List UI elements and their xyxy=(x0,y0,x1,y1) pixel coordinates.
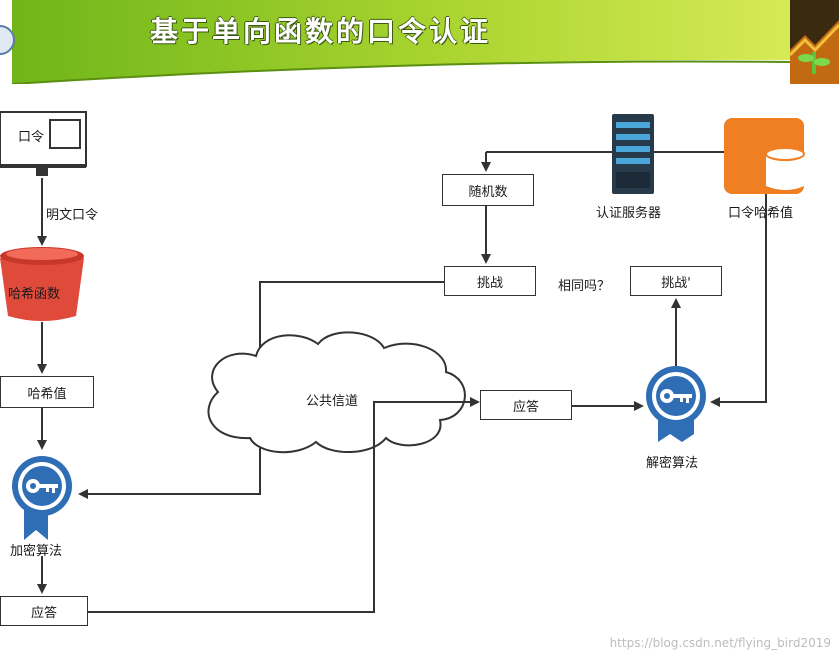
decryption-algorithm-label: 解密算法 xyxy=(646,456,699,471)
same-question-label: 相同吗？ xyxy=(558,279,611,294)
random-number-box: 随机数 xyxy=(442,174,534,206)
password-hash-label: 口令哈希值 xyxy=(728,206,794,221)
response-left-box: 应答 xyxy=(0,596,88,626)
page-title: 基于单向函数的口令认证 xyxy=(150,15,492,48)
password-screen-label: 口令 xyxy=(18,130,45,145)
plant-icon xyxy=(798,52,830,74)
encryption-algorithm-label: 加密算法 xyxy=(10,544,63,559)
decryption-badge-icon xyxy=(646,366,706,442)
plain-password-label: 明文口令 xyxy=(46,208,99,223)
watermark: https://blog.csdn.net/flying_bird2019 xyxy=(609,636,831,650)
hash-function-label: 哈希函数 xyxy=(8,287,61,302)
challenge-prime-box: 挑战' xyxy=(630,266,722,296)
database-icon xyxy=(724,118,805,194)
encryption-badge-icon xyxy=(12,456,72,540)
response-mid-box: 应答 xyxy=(480,390,572,420)
challenge-box: 挑战 xyxy=(444,266,536,296)
monitor-icon xyxy=(0,111,87,176)
server-icon xyxy=(612,114,654,194)
title-banner: 基于单向函数的口令认证 xyxy=(0,0,839,85)
emblem-icon xyxy=(0,25,15,55)
hash-function-bucket-icon xyxy=(0,247,84,321)
auth-server-label: 认证服务器 xyxy=(596,206,662,221)
public-channel-cloud xyxy=(207,331,466,454)
public-channel-label: 公共信道 xyxy=(306,394,359,409)
hash-value-box: 哈希值 xyxy=(0,376,94,408)
banner-graphic xyxy=(0,0,839,85)
